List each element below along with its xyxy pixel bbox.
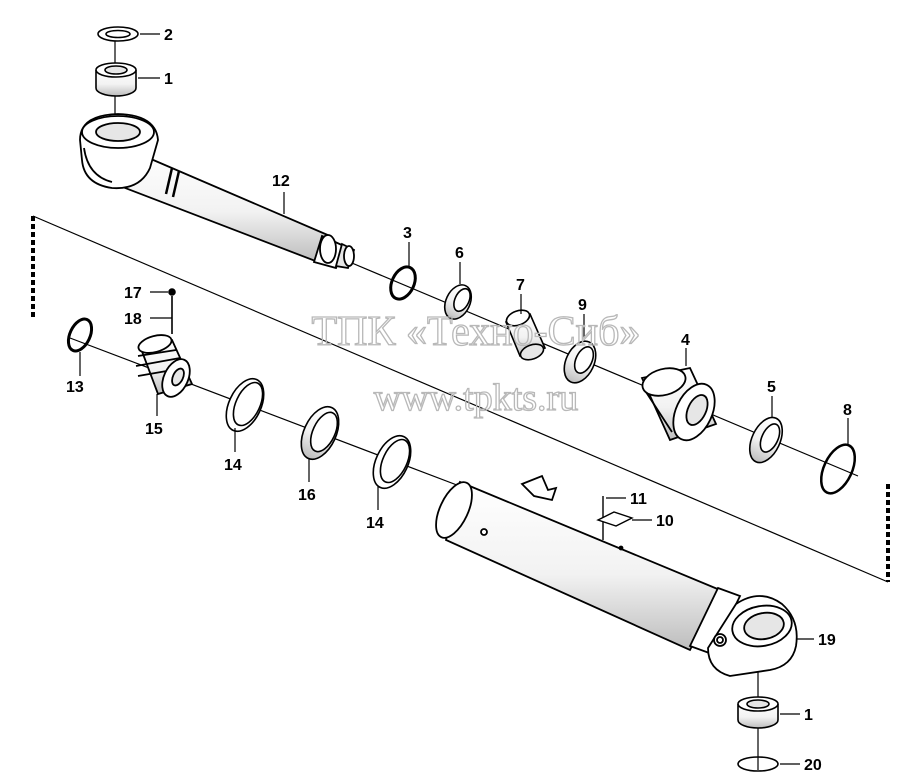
part-7-guide-bushing: [504, 309, 547, 361]
part-12-piston-rod: [79, 113, 356, 270]
diagonal-link-line: [32, 215, 889, 583]
callout-7: 7: [516, 277, 525, 294]
part-8-o-ring: [819, 443, 857, 495]
part-14-wear-ring-b: [372, 434, 412, 490]
callout-19: 19: [818, 632, 836, 649]
part-14-wear-ring-a: [225, 377, 265, 433]
callout-3: 3: [403, 225, 412, 242]
part-19-cylinder-barrel: [435, 474, 798, 677]
callout-12: 12: [272, 173, 290, 190]
callout-17: 17: [124, 285, 142, 302]
rod-shaft: [118, 148, 332, 264]
part-9-seal: [563, 340, 597, 384]
part-1-bushing-bottom: [737, 696, 779, 729]
callout-11: 11: [630, 491, 647, 508]
barrel-body: [444, 480, 722, 652]
callout-1-bottom: 1: [804, 707, 813, 724]
callout-13: 13: [66, 379, 84, 396]
callout-10: 10: [656, 513, 674, 530]
callout-14-a: 14: [224, 457, 242, 474]
callout-8: 8: [843, 402, 852, 419]
callout-4: 4: [681, 332, 690, 349]
part-4-cylinder-head: [640, 366, 718, 442]
callout-labels: 2 1 12 3 6 7 9 4 5 8 17 18 13 15 14 16 1…: [66, 27, 852, 774]
part-13-o-ring: [66, 317, 94, 353]
watermark: ТПК «Техно-Сиб» www.tpkts.ru: [311, 308, 641, 419]
callout-14-b: 14: [366, 515, 384, 532]
part-16-piston-seal: [300, 405, 340, 461]
part-20-circlip: [737, 756, 779, 772]
part-15-piston: [135, 334, 194, 398]
callout-20: 20: [804, 757, 822, 774]
callout-15: 15: [145, 421, 163, 438]
leader-lines: [79, 33, 849, 765]
callout-6: 6: [455, 245, 464, 262]
part-2-washer: [97, 26, 139, 42]
watermark-url: www.tpkts.ru: [374, 377, 578, 419]
part-3-o-ring: [389, 265, 417, 301]
callout-18: 18: [124, 311, 142, 328]
part-5-seal: [748, 416, 784, 464]
callout-9: 9: [578, 297, 587, 314]
barrel-port-block: [520, 474, 558, 502]
callout-2: 2: [164, 27, 173, 44]
part-6-seal: [443, 284, 473, 320]
callout-1-top: 1: [164, 71, 173, 88]
callout-5: 5: [767, 379, 776, 396]
part-17-18-set-screw: [168, 288, 176, 334]
callout-16: 16: [298, 487, 316, 504]
watermark-company: ТПК «Техно-Сиб»: [312, 309, 641, 355]
part-10-11-name-plate: [596, 496, 634, 540]
part-1-bushing-top: [95, 62, 137, 97]
